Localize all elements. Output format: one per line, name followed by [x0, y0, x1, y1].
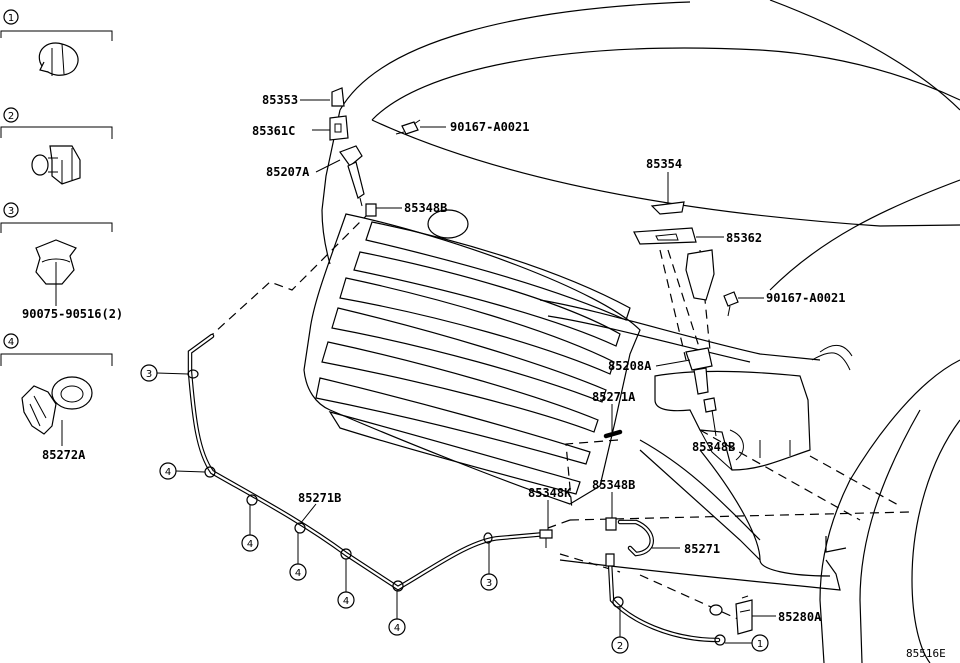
label-85361C: 85361C [252, 124, 295, 138]
callouts: 3 4 4 4 4 4 3 2 1 [140, 364, 769, 654]
label-85280A: 85280A [778, 610, 822, 624]
nozzle-body [685, 249, 715, 301]
label-85348B-mid: 85348B [692, 440, 735, 454]
nozzle-85208A [685, 347, 713, 395]
part-labels: 85353 85361C 90167-A0021 85207A 85348B 8… [252, 93, 845, 624]
bolt-90167-right [723, 291, 739, 317]
nozzle-85207A [339, 145, 365, 207]
legend-num: 4 [8, 337, 14, 348]
washer-tank [654, 344, 853, 471]
legend-item-4: 4 85272A [0, 333, 113, 462]
label-85348K: 85348K [528, 486, 572, 500]
clip-3-icon [35, 239, 77, 285]
label-85271: 85271 [684, 542, 720, 556]
legend-item-1: 1 [0, 9, 113, 76]
legend-part-number: 85272A [42, 448, 86, 462]
legend-item-3: 3 90075-90516(2) [0, 202, 123, 321]
nozzle-cap-85353 [331, 87, 345, 107]
check-valve-85348B-low [605, 517, 617, 567]
leader-lines [299, 99, 776, 617]
callout-num: 2 [617, 641, 623, 652]
callout-num: 4 [343, 596, 349, 607]
bolt-90167-top [395, 119, 421, 135]
callout-num: 4 [247, 539, 253, 550]
legend-part-number: 90075-90516(2) [22, 307, 123, 321]
callout-num: 4 [295, 568, 301, 579]
label-85348B-low: 85348B [592, 478, 635, 492]
label-85354: 85354 [646, 157, 682, 171]
label-85348B-top: 85348B [404, 201, 447, 215]
label-90167-right: 90167-A0021 [766, 291, 845, 305]
label-85207A: 85207A [266, 165, 310, 179]
label-85353: 85353 [262, 93, 298, 107]
callout-num: 3 [146, 369, 152, 380]
check-valve-85348B-top [365, 203, 377, 217]
legend-num: 3 [8, 206, 14, 217]
bracket-85362 [633, 227, 697, 245]
clip-1-icon [38, 42, 79, 76]
grille-slats [315, 221, 631, 495]
legend: 1 2 3 [0, 9, 123, 462]
clip-4-icon [21, 376, 93, 435]
t-connector-85348K [539, 529, 553, 548]
label-85208A: 85208A [608, 359, 652, 373]
bracket-85361C [329, 115, 349, 141]
check-valve-85348B-mid [703, 397, 717, 413]
label-85271B: 85271B [298, 491, 341, 505]
hose-clips [187, 369, 726, 646]
grommet [709, 604, 723, 616]
legend-num: 2 [8, 111, 14, 122]
legend-item-2: 2 [0, 107, 113, 185]
parts [329, 87, 753, 635]
callout-num: 1 [757, 639, 763, 650]
callout-num: 4 [165, 467, 171, 478]
label-90167-top: 90167-A0021 [450, 120, 529, 134]
label-85362: 85362 [726, 231, 762, 245]
nozzle-cap-85354 [650, 201, 685, 215]
legend-num: 1 [8, 13, 14, 24]
callout-num: 4 [394, 623, 400, 634]
pump-85280A [735, 595, 753, 635]
washer-hoses [187, 333, 721, 643]
vehicle-front-outline [303, 0, 960, 663]
diagram-code: 85516E [906, 647, 946, 660]
label-85271A: 85271A [592, 390, 636, 404]
clip-2-icon [31, 145, 81, 185]
callout-num: 3 [486, 578, 492, 589]
